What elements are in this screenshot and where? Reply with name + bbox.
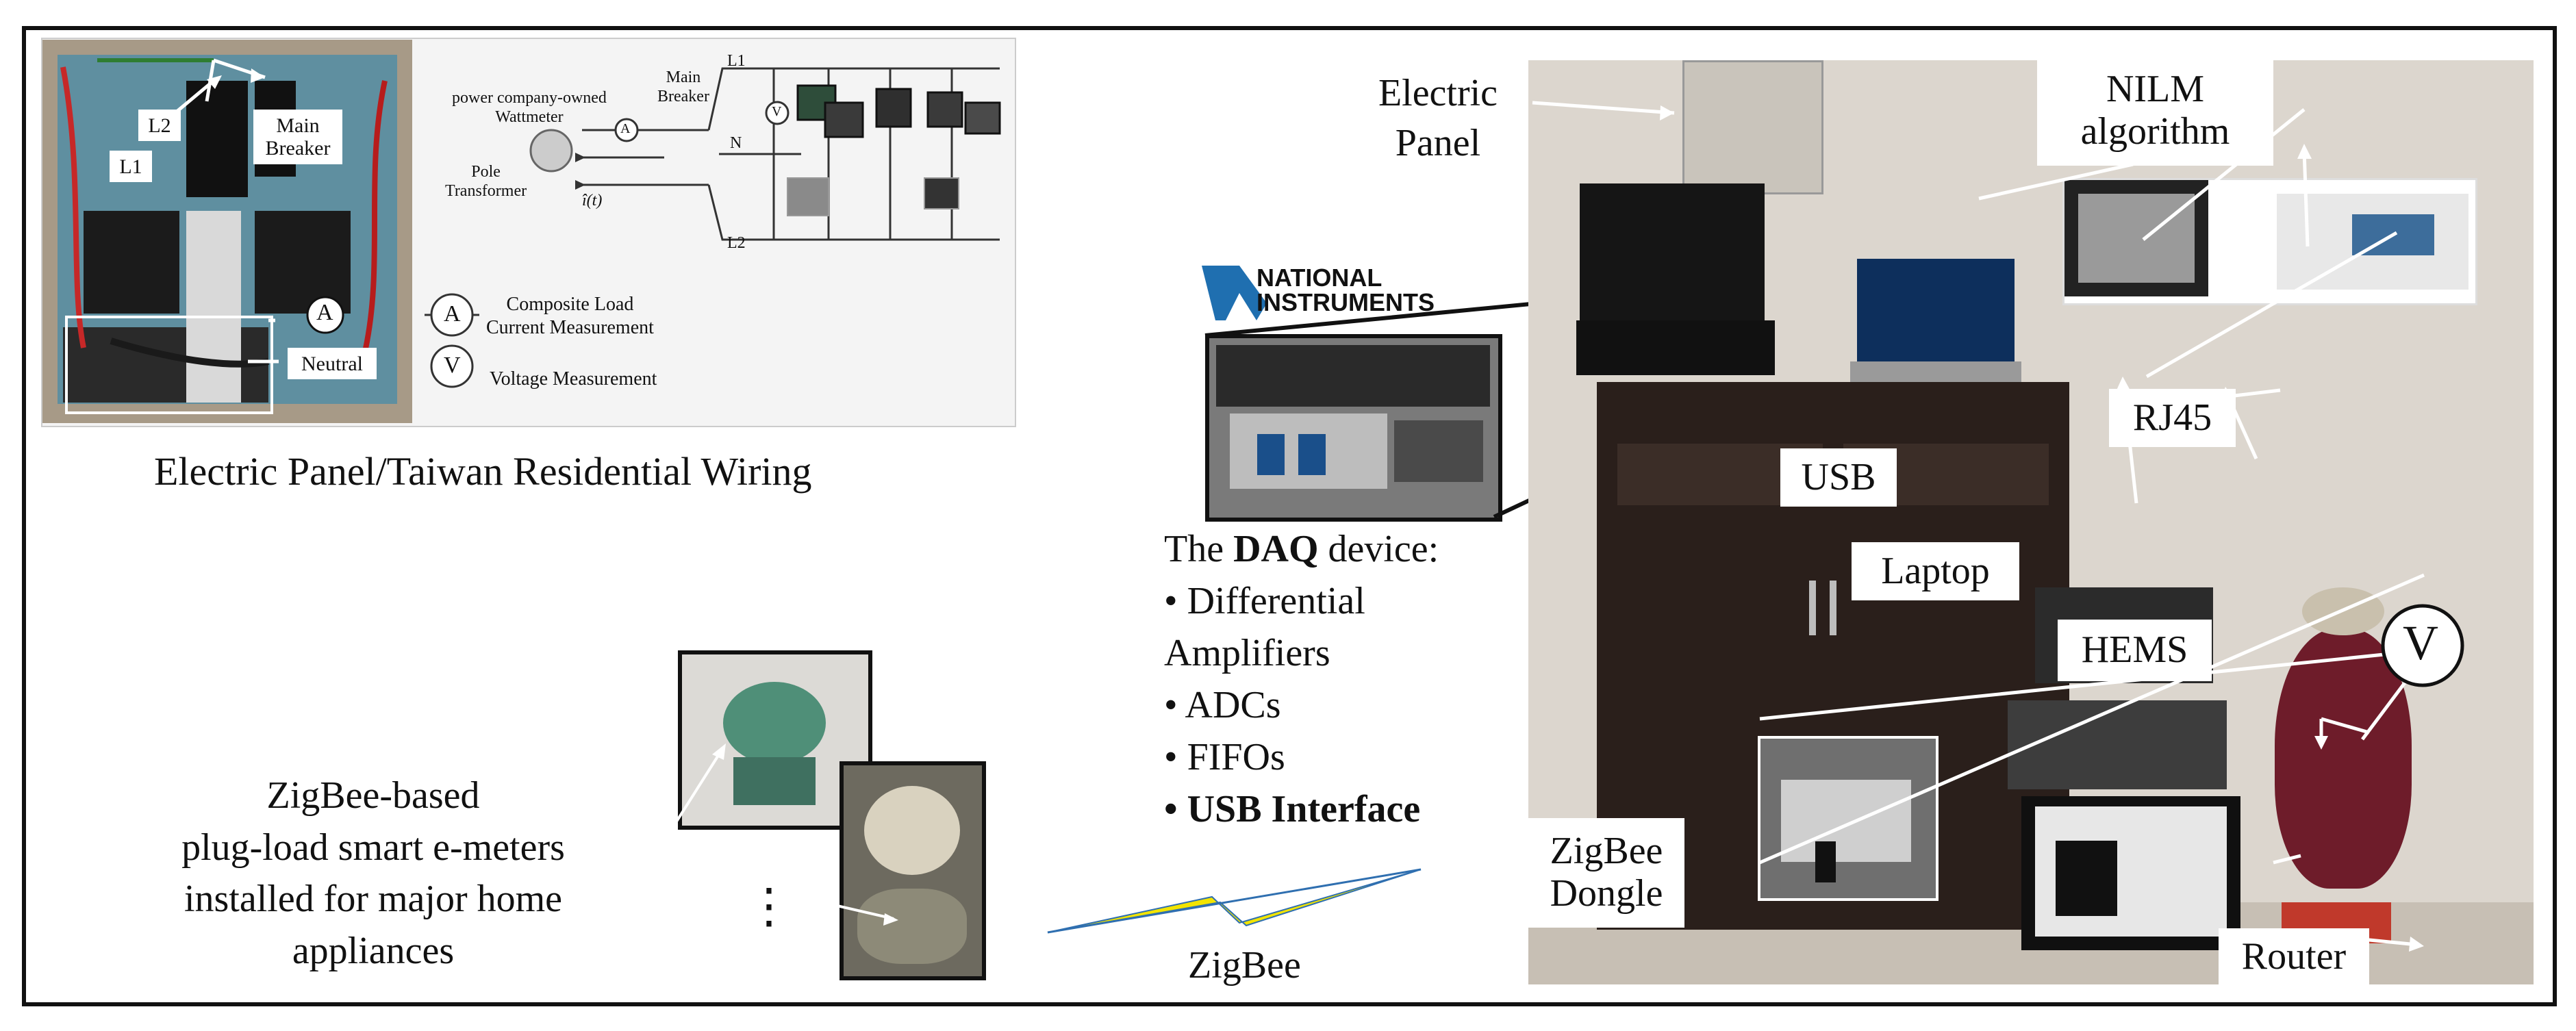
label-nilm-algorithm: NILM algorithm (2037, 56, 2273, 166)
ni-logo-text: NATIONAL INSTRUMENTS (1257, 264, 1435, 316)
daq-photo (1205, 334, 1502, 522)
label-router: Router (2219, 928, 2369, 986)
label-l1: L1 (110, 151, 152, 182)
dongle-photo (1758, 736, 1939, 901)
current-symbol: î(t) (582, 192, 603, 209)
ammeter-symbol-photo (306, 296, 344, 334)
legend-v-letter: V (444, 353, 461, 378)
daq-item-3: • ADCs (1164, 684, 1281, 726)
schematic-v: V (772, 104, 782, 119)
legend-voltage: Voltage Measurement (490, 368, 657, 390)
pole-transformer-label: Pole Transformer (445, 163, 527, 200)
label-usb: USB (1780, 448, 1897, 507)
legend-composite: Composite Load Current Measurement (486, 294, 654, 338)
legend-symbols (425, 293, 479, 388)
daq-item-4: • FIFOs (1164, 736, 1285, 778)
zigbee-meters-caption: ZigBee-based plug-load smart e-meters in… (181, 774, 565, 972)
daq-item-2: Amplifiers (1164, 632, 1330, 674)
meter-arrows (649, 743, 898, 926)
breaker-box-wires (60, 58, 388, 414)
schematic-l1: L1 (727, 52, 746, 70)
wiring-schematic (529, 67, 1001, 241)
wattmeter-label: power company-owned Wattmeter (452, 89, 607, 126)
schematic-a: A (620, 121, 631, 136)
label-zigbee-dongle: ZigBee Dongle (1528, 818, 1684, 928)
label-neutral: Neutral (288, 348, 377, 379)
voltage-letter: V (2403, 615, 2438, 670)
label-l2: L2 (138, 110, 181, 141)
meters-ellipsis: ⋮ (745, 880, 793, 933)
ni-eagle-icon (1202, 266, 1267, 320)
label-main-breaker: Main Breaker (253, 110, 342, 164)
voltage-symbol (2381, 604, 2464, 687)
label-laptop: Laptop (1852, 542, 2019, 600)
ammeter-letter-photo: A (316, 300, 333, 325)
schematic-main-breaker: Main Breaker (657, 68, 709, 105)
daq-heading-bold: DAQ (1233, 528, 1319, 570)
schematic-l2: L2 (727, 234, 746, 252)
zigbee-bolt-icon (1047, 868, 1422, 934)
vacuum-photo (839, 761, 986, 980)
daq-heading: The DAQ device: (1164, 527, 1439, 571)
daq-heading-lead: The (1164, 528, 1234, 570)
label-electric-panel: Electric Panel (1378, 72, 1498, 164)
daq-item-1: • Differential (1164, 580, 1365, 622)
daq-heading-tail: device: (1318, 528, 1439, 570)
panel-caption: Electric Panel/Taiwan Residential Wiring (154, 449, 812, 494)
label-hems: HEMS (2058, 620, 2212, 681)
daq-item-5: • USB Interface (1164, 788, 1421, 830)
schematic-n: N (730, 134, 742, 152)
legend-a-letter: A (444, 301, 461, 327)
nilm-screenshot (2062, 178, 2477, 305)
label-rj45: RJ45 (2109, 389, 2236, 447)
zigbee-link-label: ZigBee (1188, 944, 1301, 987)
